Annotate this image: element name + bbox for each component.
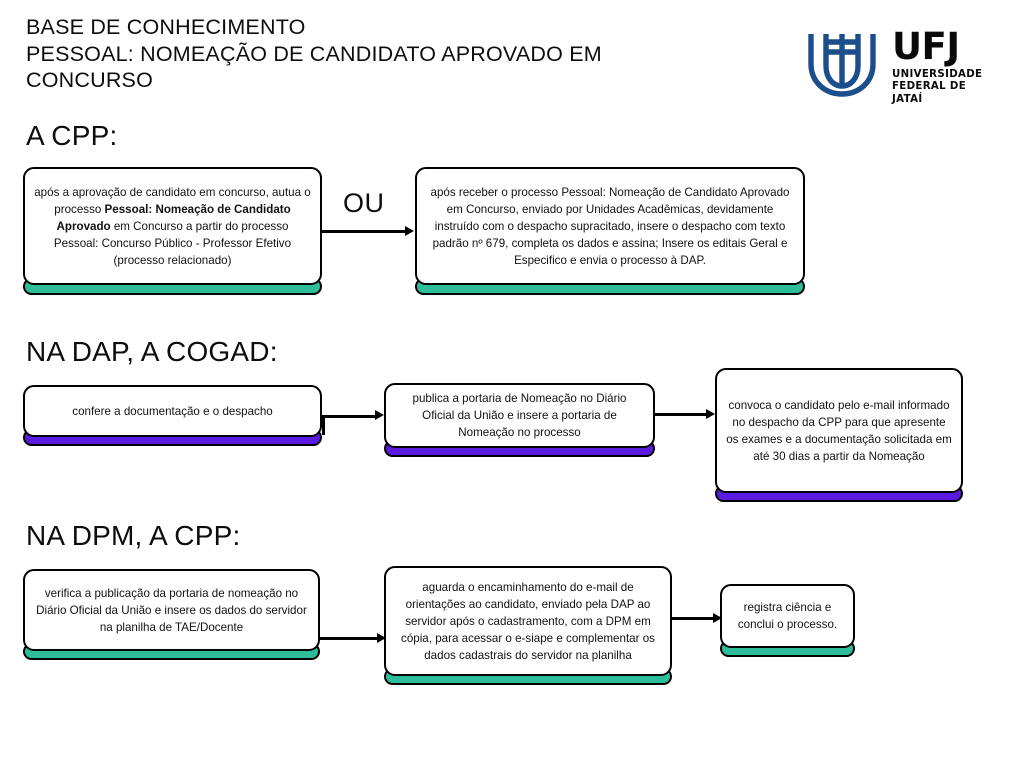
ufj-shield-icon — [806, 28, 878, 98]
node-body: publica a portaria de Nomeação no Diário… — [384, 383, 655, 448]
ufj-acronym: UFJ — [892, 25, 960, 68]
section-heading-na-dap-a-cogad: NA DAP, A COGAD: — [26, 336, 278, 367]
node-label: registra ciência e conclui o processo. — [737, 601, 838, 631]
arrow-shaft — [322, 415, 376, 418]
node-label: convoca o candidato pelo e-mail informad… — [726, 398, 952, 463]
flow-node-dpm-registra[interactable]: registra ciência e conclui o processo. — [720, 584, 855, 658]
flow-node-dpm-verifica[interactable]: verifica a publicação da portaria de nom… — [23, 569, 320, 661]
node-body: após receber o processo Pessoal: Nomeaçã… — [415, 167, 805, 285]
ufj-logo-text: UFJ UNIVERSIDADE FEDERAL DE JATAÍ — [892, 28, 998, 106]
node-body: convoca o candidato pelo e-mail informad… — [715, 368, 963, 493]
arrow-shaft — [322, 230, 406, 233]
node-label: aguarda o encaminhamento do e-mail de or… — [401, 580, 655, 662]
node-label: confere a documentação e o despacho — [72, 404, 273, 418]
arrow-shaft — [322, 415, 325, 435]
arrow-head-icon — [377, 633, 386, 643]
ufj-logo: UFJ UNIVERSIDADE FEDERAL DE JATAÍ — [806, 28, 998, 105]
node-label: publica a portaria de Nomeação no Diário… — [412, 392, 627, 439]
node-body: registra ciência e conclui o processo. — [720, 584, 855, 648]
flow-node-cpp-recebe[interactable]: após receber o processo Pessoal: Nomeaçã… — [415, 167, 805, 295]
arrow-shaft — [672, 617, 714, 620]
node-label: após receber o processo Pessoal: Nomeaçã… — [430, 185, 790, 267]
connector-label-ou: OU — [343, 188, 385, 218]
flow-node-cogad-publica[interactable]: publica a portaria de Nomeação no Diário… — [384, 383, 655, 458]
flow-node-cogad-convoca[interactable]: convoca o candidato pelo e-mail informad… — [715, 368, 963, 503]
arrow-head-icon — [713, 613, 722, 623]
flow-node-dpm-aguarda[interactable]: aguarda o encaminhamento do e-mail de or… — [384, 566, 672, 686]
page-title: BASE DE CONHECIMENTO PESSOAL: NOMEAÇÃO D… — [26, 15, 602, 92]
arrow-shaft — [320, 637, 378, 640]
section-heading-na-dpm-a-cpp: NA DPM, A CPP: — [26, 520, 241, 551]
arrow-head-icon — [706, 409, 715, 419]
node-body: após a aprovação de candidato em concurs… — [23, 167, 322, 285]
node-label: verifica a publicação da portaria de nom… — [36, 586, 307, 634]
ufj-subtitle: UNIVERSIDADE FEDERAL DE JATAÍ — [892, 69, 983, 105]
arrow-head-icon — [405, 226, 414, 236]
node-body: verifica a publicação da portaria de nom… — [23, 569, 320, 651]
node-body: aguarda o encaminhamento do e-mail de or… — [384, 566, 672, 676]
arrow-head-icon — [375, 410, 384, 420]
arrow-shaft — [655, 413, 707, 416]
node-label: após a aprovação de candidato em concurs… — [34, 185, 311, 267]
node-body: confere a documentação e o despacho — [23, 385, 322, 437]
section-heading-a-cpp: A CPP: — [26, 120, 118, 151]
flow-node-cogad-confere[interactable]: confere a documentação e o despacho — [23, 385, 322, 447]
flow-node-cpp-autua[interactable]: após a aprovação de candidato em concurs… — [23, 167, 322, 295]
